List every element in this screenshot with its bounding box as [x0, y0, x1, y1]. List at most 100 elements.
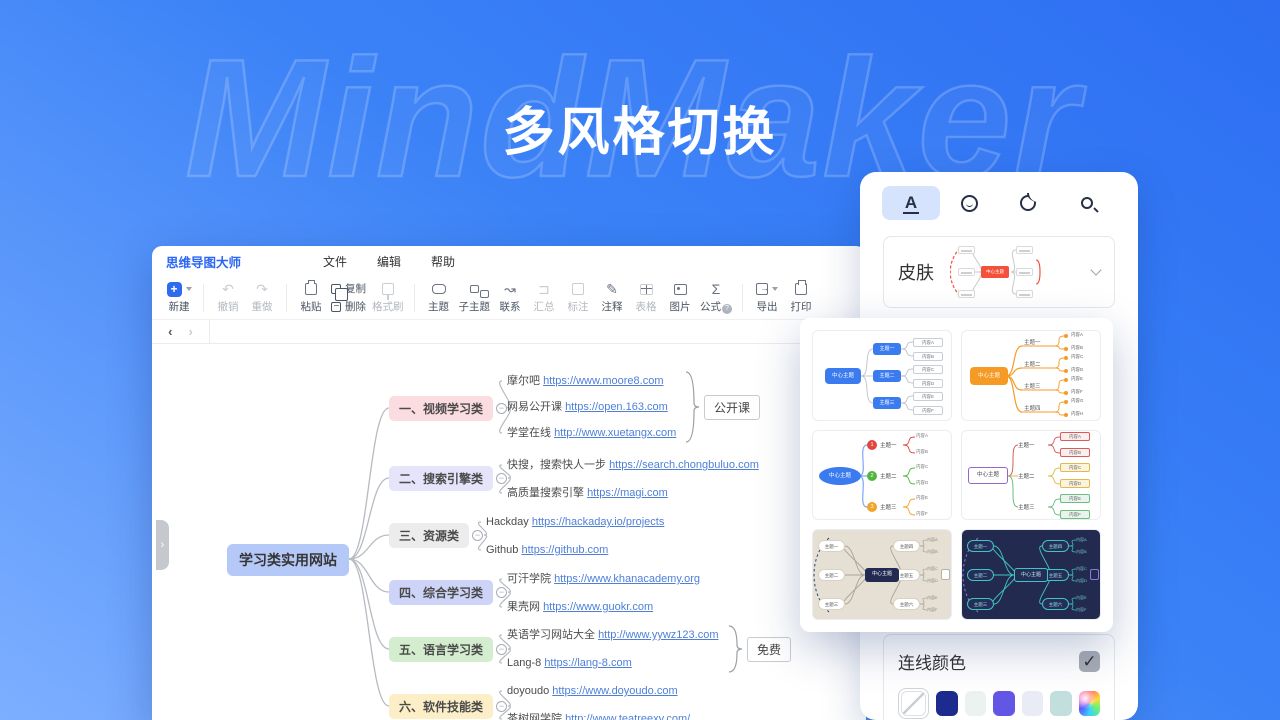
summary-button[interactable]: ⊐ 汇总 [533, 281, 555, 313]
leaf-link[interactable]: https://github.com [521, 544, 609, 556]
thumb-node: 主题一 [1024, 340, 1041, 346]
thumb-node: 内容C [916, 463, 929, 469]
leaf-link[interactable]: https://magi.com [587, 487, 668, 499]
callout-button[interactable]: 标注 [561, 281, 595, 314]
tab-emoji[interactable] [941, 186, 999, 220]
mindmap-leaf[interactable]: 网易公开课 https://open.163.com [507, 399, 668, 415]
formula-button[interactable]: Σ 公式 [697, 281, 735, 314]
mindmap-leaf[interactable]: Github https://github.com [486, 542, 608, 558]
tab-search[interactable] [1058, 186, 1116, 220]
mindmap-leaf[interactable]: 果壳网 https://www.guokr.com [507, 599, 653, 615]
mindmap-branch-node[interactable]: 五、语言学习类 [389, 637, 494, 662]
mindmap-leaf[interactable]: Hackday https://hackaday.io/projects [486, 514, 664, 530]
note-pencil-icon: ✎ [606, 281, 618, 297]
paste-button[interactable]: 粘贴 [294, 280, 328, 314]
app-title: 思维导图大师 [166, 255, 242, 270]
new-button[interactable]: 新建 [162, 281, 196, 314]
leaf-link[interactable]: https://search.chongbuluo.com [609, 459, 759, 471]
mindmap-branch-node[interactable]: 二、搜索引擎类 [389, 466, 494, 491]
collapse-toggle[interactable]: − [496, 643, 507, 655]
line-color-swatch[interactable] [964, 691, 986, 716]
leaf-link[interactable]: https://www.doyoudo.com [552, 685, 678, 697]
mindmap-leaf[interactable]: 茶树网学院 http://www.teatreexy.com/ [507, 711, 690, 720]
mindmap-branch-node[interactable]: 六、软件技能类 [389, 694, 494, 719]
skin-preview-thumbnail: 中心主题 [950, 242, 1042, 302]
delete-button[interactable]: 删除 [331, 299, 366, 314]
mindmap-branch-node[interactable]: 一、视频学习类 [389, 396, 494, 421]
summary-box[interactable]: 公开课 [704, 395, 761, 420]
titlebar: 思维导图大师 文件 编辑 帮助 [152, 246, 866, 276]
line-color-swatch[interactable] [901, 691, 926, 716]
leaf-link[interactable]: https://lang-8.com [544, 657, 632, 669]
thumb-node [1064, 400, 1068, 404]
leaf-link[interactable]: http://www.yywz123.com [598, 629, 719, 641]
sidebar-toggle-handle[interactable]: › [156, 520, 169, 570]
style-panel-tabs [860, 172, 1138, 230]
collapse-toggle[interactable]: − [496, 586, 507, 598]
collapse-toggle[interactable]: − [496, 700, 507, 712]
format-painter-button[interactable]: 格式刷 [369, 281, 407, 314]
topic-button[interactable]: 主题 [422, 281, 456, 314]
divider [286, 283, 287, 312]
mindmap-branch-node[interactable]: 四、综合学习类 [389, 580, 494, 605]
tab-font-style[interactable] [882, 186, 940, 220]
undo-button[interactable]: ↶ 撤销 [217, 281, 239, 313]
mindmap-leaf[interactable]: 英语学习网站大全 http://www.yywz123.com [507, 627, 719, 643]
collapse-toggle[interactable]: − [496, 472, 507, 484]
mindmap-leaf[interactable]: 可汗学院 https://www.khanacademy.org [507, 571, 700, 587]
print-button[interactable]: 打印 [784, 280, 818, 314]
tab-theme[interactable] [999, 186, 1057, 220]
line-color-swatch[interactable] [1050, 691, 1072, 716]
mindmap-leaf[interactable]: 摩尔吧 https://www.moore8.com [507, 373, 664, 389]
leaf-link[interactable]: https://www.guokr.com [543, 601, 654, 613]
forward-chevron-icon[interactable]: › [188, 324, 193, 339]
mindmap-leaf[interactable]: 学堂在线 http://www.xuetangx.com [507, 425, 676, 441]
line-color-swatch[interactable] [1021, 691, 1043, 716]
menu-edit[interactable]: 编辑 [377, 254, 402, 269]
relation-button[interactable]: ↝ 联系 [499, 281, 521, 313]
image-button[interactable]: 图片 [663, 281, 697, 314]
leaf-link[interactable]: http://www.xuetangx.com [554, 427, 677, 439]
leaf-link[interactable]: https://hackaday.io/projects [531, 516, 665, 528]
menu-help[interactable]: 帮助 [431, 254, 456, 269]
summary-brace-icon: ⊐ [538, 281, 550, 297]
copy-button[interactable]: 复制 [331, 281, 366, 301]
back-chevron-icon[interactable]: ‹ [168, 324, 173, 339]
help-badge-icon[interactable] [722, 304, 732, 314]
skin-selector[interactable]: 皮肤 中心主题 [883, 236, 1115, 308]
mindmap-leaf[interactable]: Lang-8 https://lang-8.com [507, 655, 632, 671]
line-color-swatch[interactable] [936, 691, 958, 716]
subtopic-button[interactable]: 子主题 [456, 281, 494, 314]
leaf-link[interactable]: https://www.khanacademy.org [554, 573, 700, 585]
line-color-checkbox[interactable] [1079, 651, 1100, 672]
thumb-node: 内容C [1076, 565, 1087, 571]
export-button[interactable]: 导出 [750, 281, 784, 314]
line-color-swatch[interactable] [993, 691, 1015, 716]
mindmap-branch-node[interactable]: 三、资源类 [389, 523, 470, 548]
line-color-swatch[interactable] [1078, 691, 1100, 716]
divider [203, 283, 204, 312]
topic-icon [431, 284, 446, 294]
mindmap-leaf[interactable]: doyoudo https://www.doyoudo.com [507, 683, 678, 699]
redo-button[interactable]: ↷ 重做 [251, 281, 273, 313]
collapse-toggle[interactable]: − [496, 402, 507, 414]
mindmap-root-node[interactable]: 学习类实用网站 [227, 544, 349, 576]
collapse-toggle[interactable]: − [472, 529, 483, 541]
mindmap-leaf[interactable]: 快搜，搜索快人一步 https://search.chongbuluo.com [507, 457, 759, 473]
leaf-link[interactable]: https://open.163.com [565, 401, 668, 413]
mindmap-canvas[interactable]: 学习类实用网站一、视频学习类−摩尔吧 https://www.moore8.co… [152, 344, 864, 720]
table-button[interactable]: 表格 [629, 281, 663, 314]
leaf-link[interactable]: https://www.moore8.com [543, 375, 664, 387]
summary-box[interactable]: 免费 [747, 637, 792, 662]
mindmap-leaf[interactable]: 高质量搜索引擎 https://magi.com [507, 485, 668, 501]
menu-file[interactable]: 文件 [323, 254, 348, 269]
note-button[interactable]: ✎ 注释 [601, 281, 623, 313]
thumb-node: 内容F [1060, 510, 1090, 520]
leaf-link[interactable]: http://www.teatreexy.com/ [565, 713, 691, 720]
